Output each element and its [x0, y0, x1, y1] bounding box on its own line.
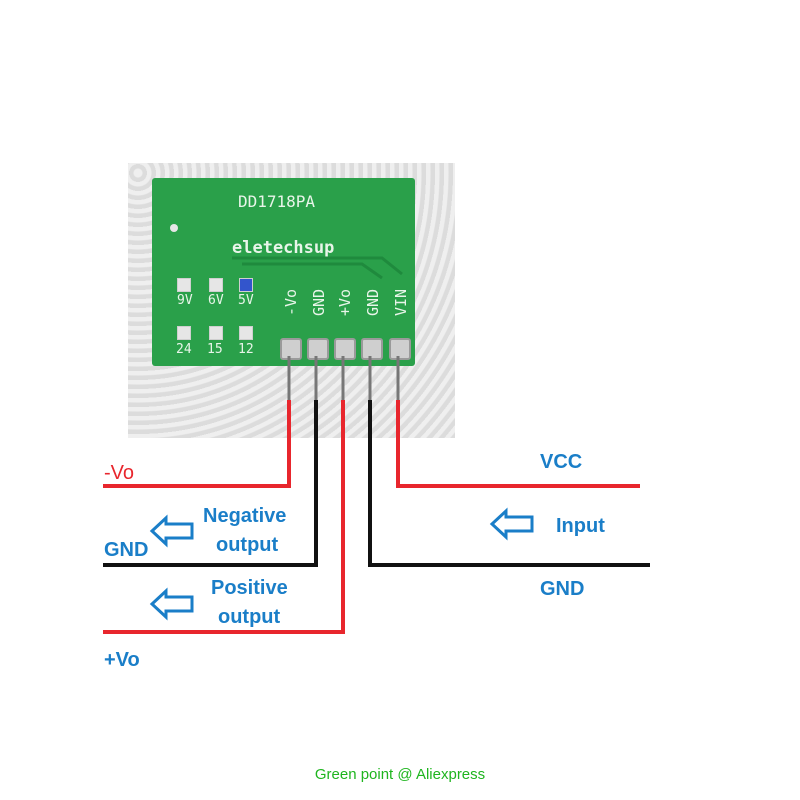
gnd-input-wire: [368, 400, 650, 567]
label-negative-line2: output: [216, 534, 279, 556]
pcb-traces: [170, 224, 403, 280]
pin-pad-5: [389, 338, 411, 360]
input-arrow-icon: [489, 507, 534, 541]
pcb-module: DD1718PA eletechsup 9V 6V 5V 24 15 12 -V…: [152, 178, 415, 366]
vcc-wire: [396, 400, 640, 488]
board-model-label: DD1718PA: [238, 192, 316, 211]
jumper-pad-5v: [239, 278, 253, 292]
jumper-label-15: 15: [207, 342, 223, 357]
label-vcc: VCC: [540, 451, 583, 473]
jumper-label-5v: 5V: [238, 293, 254, 308]
negative-output-arrow-icon: [149, 514, 194, 548]
label-positive-line2: output: [218, 606, 281, 628]
label-negative-line1: Negative: [203, 505, 287, 527]
label-plus-vo: +Vo: [104, 649, 140, 671]
pin-pad-2: [307, 338, 329, 360]
jumper-label-6v: 6V: [208, 293, 224, 308]
jumper-pad-24: [177, 326, 191, 340]
minus-vo-wire: [103, 400, 291, 488]
jumper-pad-12: [239, 326, 253, 340]
pin-pad-4: [361, 338, 383, 360]
jumper-pad-15: [209, 326, 223, 340]
label-input: Input: [556, 515, 605, 537]
caption: Green point @ Aliexpress: [314, 766, 486, 783]
pin-pad-3: [334, 338, 356, 360]
label-positive-line1: Positive: [211, 577, 288, 599]
jumper-pad-9v: [177, 278, 191, 292]
jumper-pad-6v: [209, 278, 223, 292]
gnd-output-wire: [103, 400, 318, 567]
pin-pad-1: [280, 338, 302, 360]
board-brand-label: eletechsup: [232, 238, 335, 258]
jumper-label-24: 24: [176, 342, 192, 357]
plus-vo-wire: [103, 400, 345, 634]
positive-output-arrow-icon: [149, 587, 194, 621]
jumper-label-9v: 9V: [177, 293, 193, 308]
label-minus-vo: -Vo: [104, 462, 135, 484]
jumper-label-12: 12: [238, 342, 254, 357]
label-gnd-input: GND: [540, 578, 585, 600]
label-gnd-output: GND: [104, 539, 149, 561]
